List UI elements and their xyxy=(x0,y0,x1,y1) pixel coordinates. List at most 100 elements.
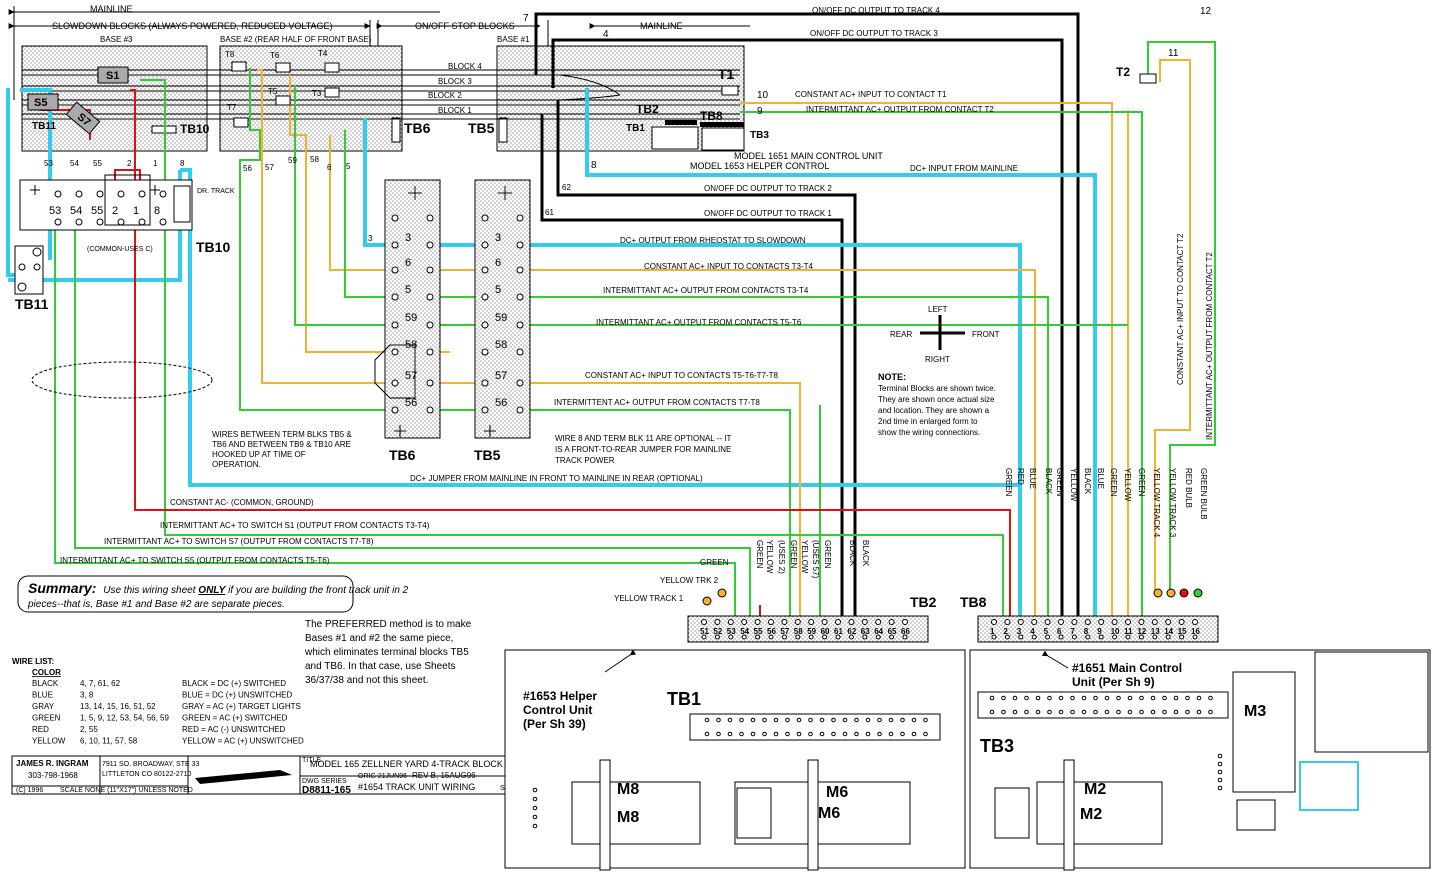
wires-note-line: TB6 AND BETWEEN TB9 & TB10 ARE xyxy=(212,440,351,449)
block-2-label: BLOCK 2 xyxy=(428,91,462,100)
dir-rear: REAR xyxy=(890,330,912,339)
strip-term-label: 2 xyxy=(1003,627,1008,636)
terminal xyxy=(75,190,83,198)
tb-phone: 303-798-1968 xyxy=(28,771,78,780)
wire-12-label: 12 xyxy=(1200,6,1212,17)
tb-scale: SCALE NONE (11"X17") UNLESS NOTED xyxy=(60,787,193,794)
terminal xyxy=(481,321,489,329)
terminal xyxy=(861,619,868,625)
terminal xyxy=(1165,619,1172,625)
int-t7t8-label: INTERMITTENT AC+ OUTPUT FROM CONTACTS T7… xyxy=(554,398,760,407)
strip-term-label: 64 xyxy=(874,627,883,636)
const-ac-minus-label: CONSTANT AC- (COMMON, GROUND) xyxy=(170,498,314,507)
terminal xyxy=(1044,619,1051,625)
vertical-color-label: (USES 2) xyxy=(777,540,786,574)
t8-label: T8 xyxy=(225,50,235,59)
strip-term-label: 13 xyxy=(1151,627,1160,636)
terminal xyxy=(1058,619,1064,625)
terminal xyxy=(1004,619,1011,625)
switch-s5 xyxy=(27,93,59,111)
wires-note-line: HOOKED UP AT TIME OF xyxy=(212,450,306,459)
terminal xyxy=(1031,619,1038,625)
strip-term-label: 1 xyxy=(990,627,995,636)
terminal xyxy=(1098,619,1105,625)
control-unit-pins xyxy=(532,695,1276,839)
helper-control-unit: #1653 Helper Control Unit (Per Sh 39) TB… xyxy=(504,649,966,871)
tb10-term-label: 55 xyxy=(91,205,103,217)
vertical-color-label: RED xyxy=(1016,468,1025,485)
summary-title: Summary: xyxy=(28,580,96,596)
wire8-note-line: IS A FRONT-TO-REAR JUMPER FOR MAINLINE xyxy=(555,445,731,454)
terminal xyxy=(481,379,489,387)
s1-label: S1 xyxy=(106,70,119,82)
onoff-label: ON/OFF STOP BLOCKS xyxy=(415,21,515,31)
tb2-small-label: TB2 xyxy=(636,102,659,116)
terminal xyxy=(754,619,761,625)
t2-label: T2 xyxy=(1116,65,1130,79)
wirelist-wires: 2, 55 xyxy=(80,725,98,734)
terminal xyxy=(1151,619,1158,625)
wire-5-label: 5 xyxy=(346,162,351,171)
terminal xyxy=(888,619,895,625)
terminal xyxy=(117,190,125,198)
const-t2-label: CONSTANT AC+ INPUT TO CONTACT T2 xyxy=(1176,233,1185,385)
wires-note-line: OPERATION. xyxy=(212,460,261,469)
wirelist-desc: BLUE = DC (+) UNSWITCHED xyxy=(182,691,292,700)
dc-mainline-label: DC+ INPUT FROM MAINLINE xyxy=(910,164,1018,173)
wire-59-label: 59 xyxy=(288,156,297,165)
tb2-yellow-trk2-label: YELLOW TRK 2 xyxy=(660,576,719,585)
wire-3-label: 3 xyxy=(368,234,373,243)
tb8-small-label: TB8 xyxy=(700,109,723,123)
tb-dwg-hdr: DWG SERIES xyxy=(302,778,347,785)
base1-components: T1 T2 TB2 TB1 TB8 TB3 MODEL 1651 MAIN CO… xyxy=(626,65,1157,171)
track2-label: ON/OFF DC OUTPUT TO TRACK 2 xyxy=(704,184,832,193)
wire-9-label: 9 xyxy=(757,106,763,117)
dir-left: LEFT xyxy=(928,305,948,314)
tb2-big-label: TB2 xyxy=(910,594,937,610)
tb8-big-label: TB8 xyxy=(960,594,987,610)
t3-label: T3 xyxy=(312,89,322,98)
int-s1-label: INTERMITTANT AC+ TO SWITCH S1 (OUTPUT FR… xyxy=(160,521,430,530)
vertical-color-label: YELLOW xyxy=(765,540,774,574)
tb11-large: TB11 xyxy=(14,245,49,312)
tb-copy: (C) 1996 xyxy=(16,787,43,794)
vertical-color-label: BLUE xyxy=(1028,468,1037,489)
tb10-term-label: 53 xyxy=(49,205,61,217)
terminal xyxy=(1071,619,1078,625)
wire-62-label: 62 xyxy=(562,183,571,192)
mainline2-label: MAINLINE xyxy=(640,21,683,31)
terminal xyxy=(426,293,434,301)
terminal xyxy=(96,218,104,226)
base-wire-numbers: 56 57 59 58 6 5 3 62 61 8 10 9 xyxy=(243,90,769,243)
base-2 xyxy=(219,45,403,152)
terminal xyxy=(1178,619,1185,625)
tb6-large: TB6 xyxy=(374,179,441,463)
note-title: NOTE: xyxy=(878,372,906,382)
strip-term-label: 11 xyxy=(1124,627,1133,636)
note-line: show the wiring connections. xyxy=(878,428,980,437)
strip-term-label: 5 xyxy=(1044,627,1049,636)
terminal xyxy=(768,619,774,625)
terminal xyxy=(516,348,524,356)
blue-wires xyxy=(6,88,1097,620)
top-labels: MAINLINE SLOWDOWN BLOCKS (ALWAYS POWERED… xyxy=(8,4,1212,100)
terminal xyxy=(1084,619,1091,625)
main-control-unit: #1651 Main Control Unit (Per Sh 9) TB3 M… xyxy=(969,649,1431,871)
vertical-color-label: YELLOW xyxy=(800,540,809,574)
wire-7-label: 7 xyxy=(523,13,529,24)
tb-term-label: 3 xyxy=(495,232,501,244)
terminal xyxy=(875,619,882,625)
wire-labels: ON/OFF DC OUTPUT TO TRACK 4 ON/OFF DC OU… xyxy=(60,6,1214,565)
switch-s7 xyxy=(65,101,101,135)
notes: WIRES BETWEEN TERM BLKS TB5 & TB6 AND BE… xyxy=(31,361,996,469)
vertical-color-label: YELLOW xyxy=(1069,468,1078,502)
strip-term-label: 16 xyxy=(1191,627,1200,636)
block-3-label: BLOCK 3 xyxy=(438,77,472,86)
wirelist-wires: 1, 5, 9, 12, 53, 54, 56, 59 xyxy=(80,714,170,723)
terminal xyxy=(794,619,801,625)
model-1653-label: MODEL 1653 HELPER CONTROL xyxy=(690,161,829,171)
terminal xyxy=(481,266,489,274)
